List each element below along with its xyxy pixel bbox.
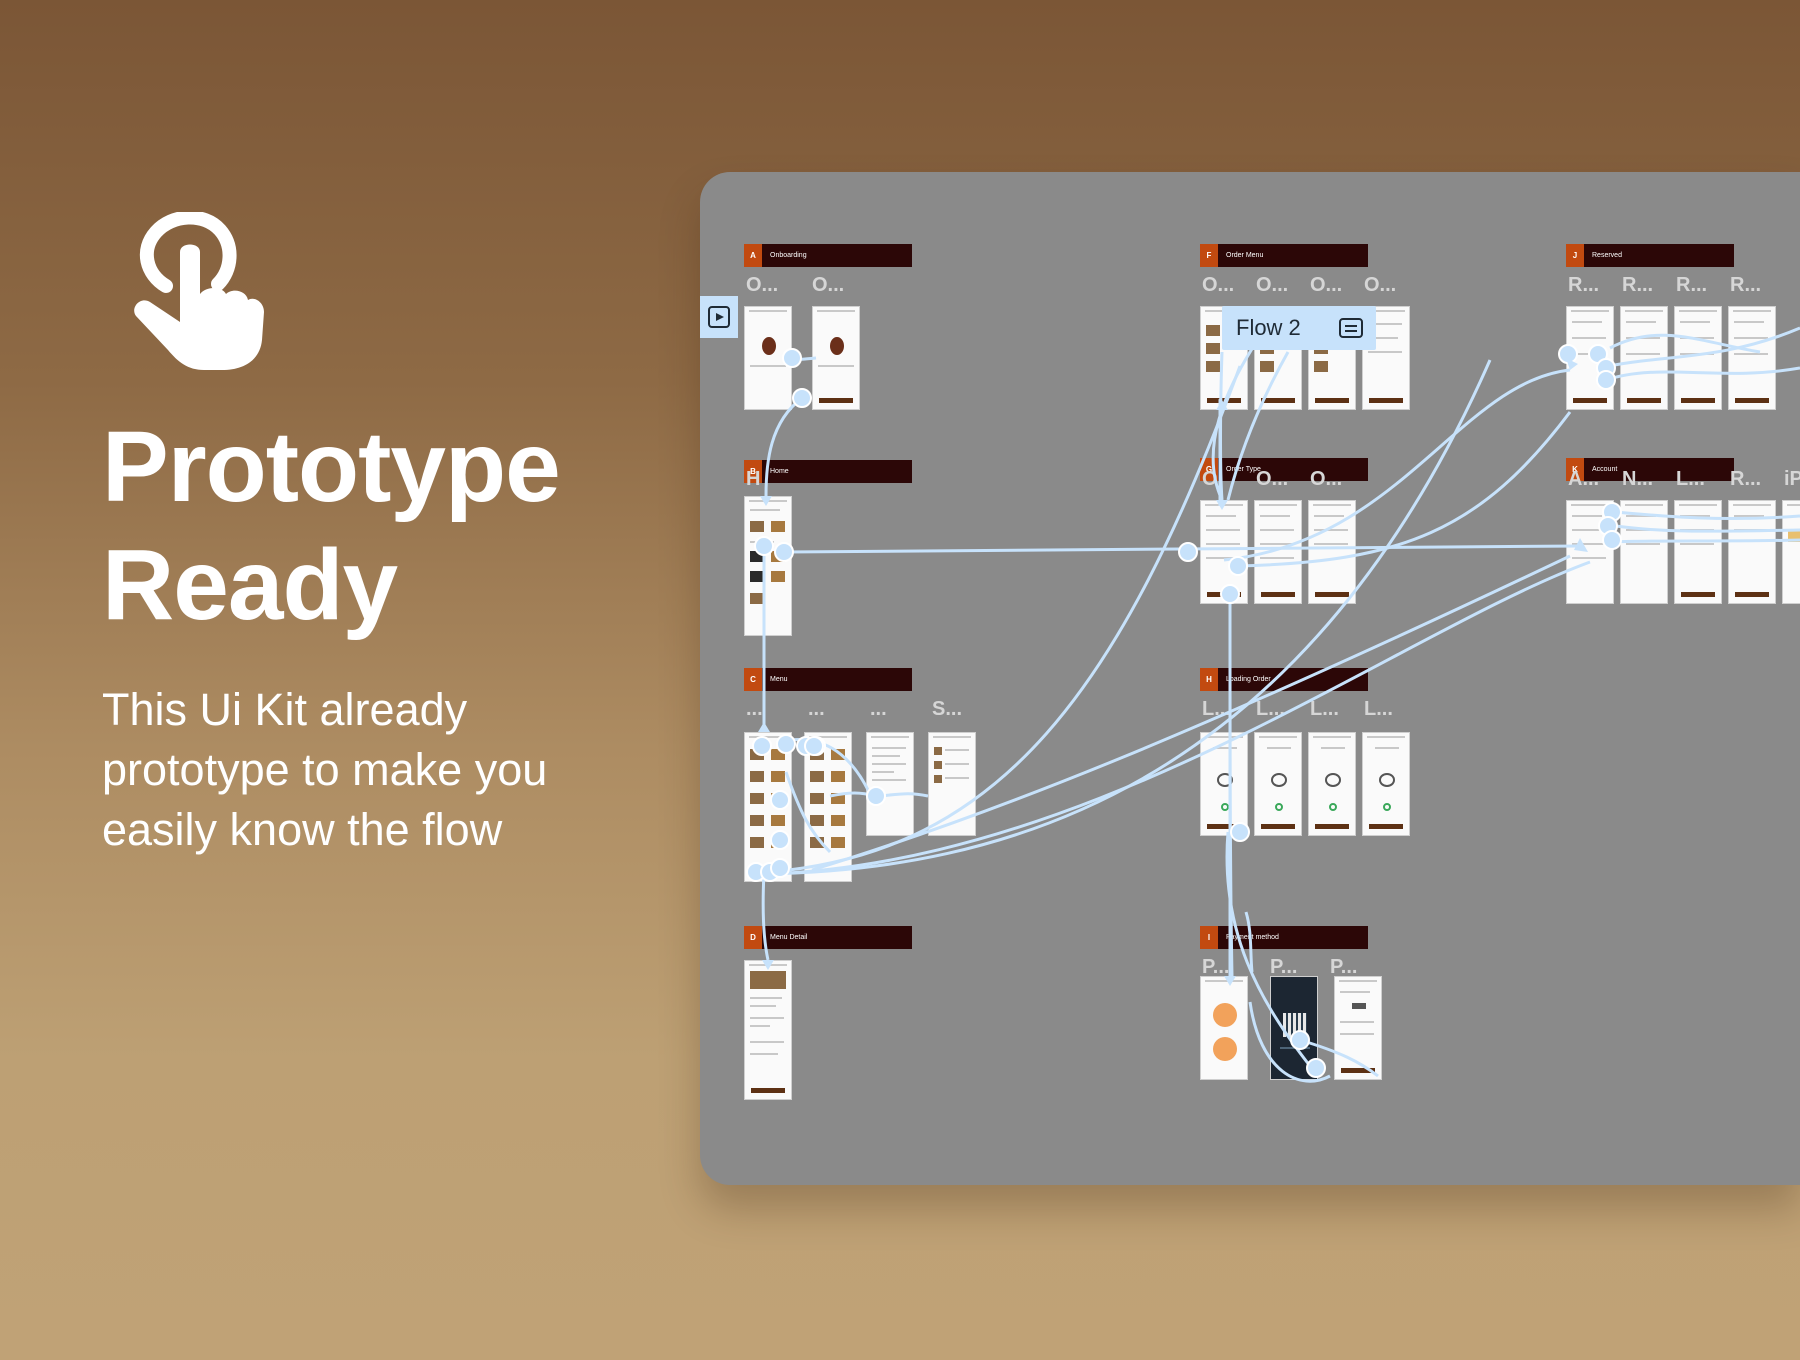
frame-label: R...: [1730, 274, 1762, 296]
frame-label: ...: [746, 698, 763, 720]
frame-label: ...: [870, 698, 887, 720]
frame-label: R...: [1676, 274, 1708, 296]
frame-label: L...: [1676, 468, 1705, 490]
frame-label: R...: [1730, 468, 1762, 490]
frame-label: iP: [1784, 468, 1800, 490]
screen-frame[interactable]: [1782, 500, 1800, 604]
frame-label: R...: [1568, 274, 1600, 296]
screen-frame[interactable]: [1620, 500, 1668, 604]
screen-frame[interactable]: [1728, 306, 1776, 410]
frame-label: L...: [1310, 698, 1339, 720]
screen-frame[interactable]: [1200, 732, 1248, 836]
screen-frame[interactable]: [1620, 306, 1668, 410]
hero-title-line-1: Prototype: [102, 411, 561, 523]
hero-title-line-2: Ready: [102, 529, 398, 641]
frame-label: O...: [746, 274, 779, 296]
frame-label: O...: [812, 274, 845, 296]
frame-label: O...: [1310, 274, 1343, 296]
flow-start-badge[interactable]: [700, 296, 738, 338]
screen-frame[interactable]: [928, 732, 976, 836]
frame-label: P...: [1330, 956, 1358, 978]
screen-frame[interactable]: [1254, 500, 1302, 604]
frame-label: O...: [1310, 468, 1343, 490]
frame-label: S...: [932, 698, 963, 720]
frame-label: A...: [1568, 468, 1600, 490]
hero-description: This Ui Kit already prototype to make yo…: [102, 684, 548, 855]
frame-label: O...: [1364, 274, 1397, 296]
frame-label: O...: [1256, 274, 1289, 296]
frame-label: N...: [1622, 468, 1654, 490]
frame-label: P...: [1202, 956, 1230, 978]
screen-frame[interactable]: [744, 960, 792, 1100]
screen-frame[interactable]: [1308, 732, 1356, 836]
frame-label: L...: [1256, 698, 1285, 720]
hero-title: Prototype Ready: [102, 408, 622, 644]
screen-frame[interactable]: [1200, 976, 1248, 1080]
flow-settings-icon: [1339, 318, 1363, 338]
screen-frame[interactable]: [1334, 976, 1382, 1080]
frame-label: R...: [1622, 274, 1654, 296]
flow-2-badge[interactable]: Flow 2: [1222, 306, 1376, 350]
frame-label: P...: [1270, 956, 1298, 978]
flow-start-icon: [708, 306, 730, 328]
prototype-connections: [746, 321, 1800, 1083]
screen-frame[interactable]: [1254, 732, 1302, 836]
frame-label: L...: [1364, 698, 1393, 720]
flow-name: Flow 2: [1236, 315, 1301, 340]
screen-frame[interactable]: [812, 306, 860, 410]
frame-label: O...: [1256, 468, 1289, 490]
frame-label: O...: [1202, 274, 1235, 296]
tap-hand-icon: [134, 212, 264, 370]
frame-label: ...: [808, 698, 825, 720]
screen-frame[interactable]: [866, 732, 914, 836]
frame-label: H: [746, 468, 761, 490]
screen-frame[interactable]: [1362, 732, 1410, 836]
